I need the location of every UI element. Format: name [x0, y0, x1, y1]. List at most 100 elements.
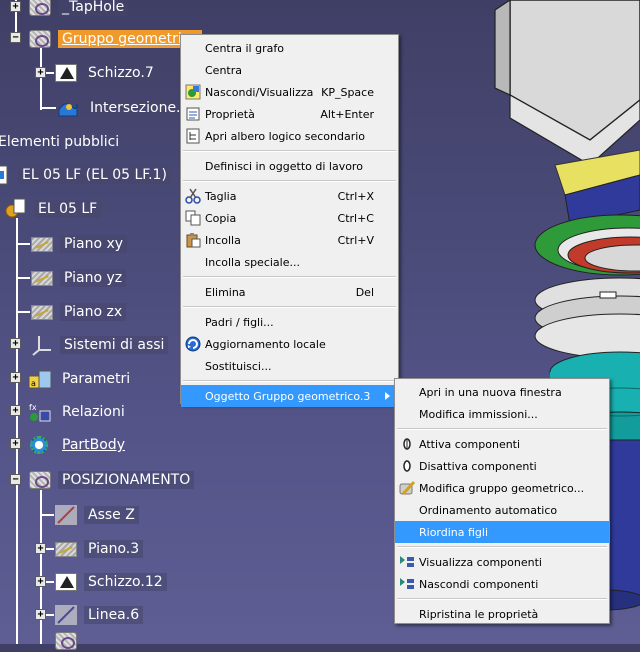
- submenu-ripristina[interactable]: Ripristina le proprietà: [395, 603, 609, 625]
- tree-node-gruppo-geometrico[interactable]: Gruppo geometrico: [28, 28, 202, 50]
- tree-node-partbody[interactable]: PartBody: [28, 434, 129, 456]
- tree-node-sistemi-assi[interactable]: Sistemi di assi: [30, 334, 169, 356]
- expander-schizzo12[interactable]: +: [35, 576, 46, 587]
- tree-node-piano-yz[interactable]: Piano yz: [30, 267, 127, 289]
- menu-label: Modifica immissioni...: [419, 407, 538, 421]
- menu-incolla[interactable]: Incolla Ctrl+V: [181, 229, 398, 251]
- svg-text:fx: fx: [29, 403, 37, 412]
- menu-copia[interactable]: Copia Ctrl+C: [181, 207, 398, 229]
- node-label: PartBody: [62, 437, 125, 453]
- menu-sostituisci[interactable]: Sostituisci...: [181, 355, 398, 377]
- deactivate-icon: [403, 460, 411, 472]
- expander-partbody[interactable]: +: [10, 438, 21, 449]
- expander-linea6[interactable]: +: [35, 609, 46, 620]
- menu-proprieta[interactable]: Proprietà Alt+Enter: [181, 103, 398, 125]
- menu-nascondi-visualizza[interactable]: Nascondi/Visualizza KP_Space: [181, 81, 398, 103]
- node-label: Gruppo geometrico: [58, 30, 202, 48]
- tree-node-asse-z[interactable]: Asse Z: [54, 504, 139, 526]
- hide-show-icon: [185, 84, 201, 100]
- tree-node-taphole[interactable]: _TapHole: [28, 0, 129, 18]
- menu-padri-figli[interactable]: Padri / figli...: [181, 311, 398, 333]
- menu-label: Nascondi/Visualizza: [205, 85, 314, 99]
- product-icon: [0, 164, 12, 186]
- submenu-apri-finestra[interactable]: Apri in una nuova finestra: [395, 381, 609, 403]
- menu-label: Aggiornamento locale: [205, 337, 326, 351]
- submenu-arrow-icon: [385, 392, 390, 400]
- menu-label: Oggetto Gruppo geometrico.3: [205, 389, 371, 403]
- expander-parametri[interactable]: +: [10, 372, 21, 383]
- geoset-icon: [28, 0, 52, 18]
- plane-icon: [30, 233, 54, 255]
- menu-label: Copia: [205, 211, 237, 225]
- menu-shortcut: Ctrl+C: [337, 211, 374, 225]
- menu-label: Riordina figli: [419, 525, 489, 539]
- menu-taglia[interactable]: Taglia Ctrl+X: [181, 185, 398, 207]
- expander-taphole[interactable]: +: [10, 1, 21, 12]
- node-label: Schizzo.7: [84, 64, 158, 82]
- tree-node-posizionamento[interactable]: POSIZIONAMENTO: [28, 469, 195, 491]
- tree-node-partial: [54, 630, 84, 652]
- menu-apri-albero[interactable]: Apri albero logico secondario: [181, 125, 398, 147]
- menu-oggetto-gruppo[interactable]: Oggetto Gruppo geometrico.3: [181, 385, 398, 407]
- tree-node-relazioni[interactable]: fx Relazioni: [28, 401, 129, 423]
- expander-sistemi[interactable]: +: [10, 338, 21, 349]
- node-label: Schizzo.12: [84, 573, 167, 591]
- node-label: Elementi pubblici: [0, 134, 120, 150]
- menu-centra[interactable]: Centra: [181, 59, 398, 81]
- tree-node-linea6[interactable]: Linea.6: [54, 604, 144, 626]
- menu-label: Apri in una nuova finestra: [419, 385, 562, 399]
- axis-system-icon: [30, 334, 54, 356]
- expander-piano3[interactable]: +: [35, 543, 46, 554]
- menu-label: Modifica gruppo geometrico...: [419, 481, 585, 495]
- menu-label: Centra: [205, 63, 242, 77]
- menu-centra-grafo[interactable]: Centra il grafo: [181, 37, 398, 59]
- menu-label: Attiva componenti: [419, 437, 521, 451]
- tree-node-el05lf[interactable]: EL 05 LF: [4, 198, 102, 220]
- tree-node-piano-zx[interactable]: Piano zx: [30, 301, 127, 323]
- submenu-modifica-immissioni[interactable]: Modifica immissioni...: [395, 403, 609, 425]
- menu-definisci[interactable]: Definisci in oggetto di lavoro: [181, 155, 398, 177]
- tree-node-elementi-pubblici[interactable]: Elementi pubblici: [0, 131, 123, 153]
- sketch-icon: [54, 571, 78, 593]
- tree-node-intersezione[interactable]: Intersezione.1: [56, 97, 194, 119]
- submenu-ordinamento[interactable]: Ordinamento automatico: [395, 499, 609, 521]
- menu-separator: [183, 150, 396, 152]
- menu-aggiornamento-locale[interactable]: Aggiornamento locale: [181, 333, 398, 355]
- menu-shortcut: Del: [355, 285, 374, 299]
- axis-line-icon: [54, 504, 78, 526]
- tree-node-el05lf-instance[interactable]: EL 05 LF (EL 05 LF.1): [0, 164, 171, 186]
- menu-incolla-speciale[interactable]: Incolla speciale...: [181, 251, 398, 273]
- node-label: EL 05 LF (EL 05 LF.1): [18, 166, 171, 184]
- menu-label: Nascondi componenti: [419, 577, 539, 591]
- paste-icon: [186, 233, 201, 248]
- submenu-disattiva[interactable]: Disattiva componenti: [395, 455, 609, 477]
- expander-schizzo7[interactable]: +: [35, 67, 46, 78]
- tree-node-piano3[interactable]: Piano.3: [54, 538, 144, 560]
- node-label: Piano zx: [60, 303, 127, 321]
- menu-label: Visualizza componenti: [419, 555, 542, 569]
- submenu-nascondi[interactable]: Nascondi componenti: [395, 573, 609, 595]
- copy-icon: [185, 210, 201, 226]
- menu-label: Disattiva componenti: [419, 459, 537, 473]
- submenu-modifica-gruppo[interactable]: Modifica gruppo geometrico...: [395, 477, 609, 499]
- submenu-riordina[interactable]: Riordina figli: [395, 521, 609, 543]
- node-label: Piano yz: [60, 269, 127, 287]
- tree-node-piano-xy[interactable]: Piano xy: [30, 233, 128, 255]
- menu-separator: [397, 428, 607, 430]
- expander-gruppo[interactable]: −: [10, 32, 21, 43]
- node-label: Intersezione.1: [86, 99, 194, 117]
- relations-icon: fx: [28, 401, 52, 423]
- menu-elimina[interactable]: Elimina Del: [181, 281, 398, 303]
- tree-node-schizzo12[interactable]: Schizzo.12: [54, 571, 167, 593]
- submenu-visualizza[interactable]: Visualizza componenti: [395, 551, 609, 573]
- expander-relazioni[interactable]: +: [10, 405, 21, 416]
- tree-node-schizzo7[interactable]: Schizzo.7: [54, 62, 158, 84]
- properties-icon: [186, 107, 200, 121]
- expander-posizionamento[interactable]: −: [10, 474, 21, 485]
- part-blue-band: [564, 174, 640, 226]
- node-label: Piano.3: [84, 540, 144, 558]
- tree-node-parametri[interactable]: a Parametri: [28, 368, 134, 390]
- submenu-attiva[interactable]: Attiva componenti: [395, 433, 609, 455]
- geoset-icon: [28, 469, 52, 491]
- geoset-icon: [54, 630, 78, 652]
